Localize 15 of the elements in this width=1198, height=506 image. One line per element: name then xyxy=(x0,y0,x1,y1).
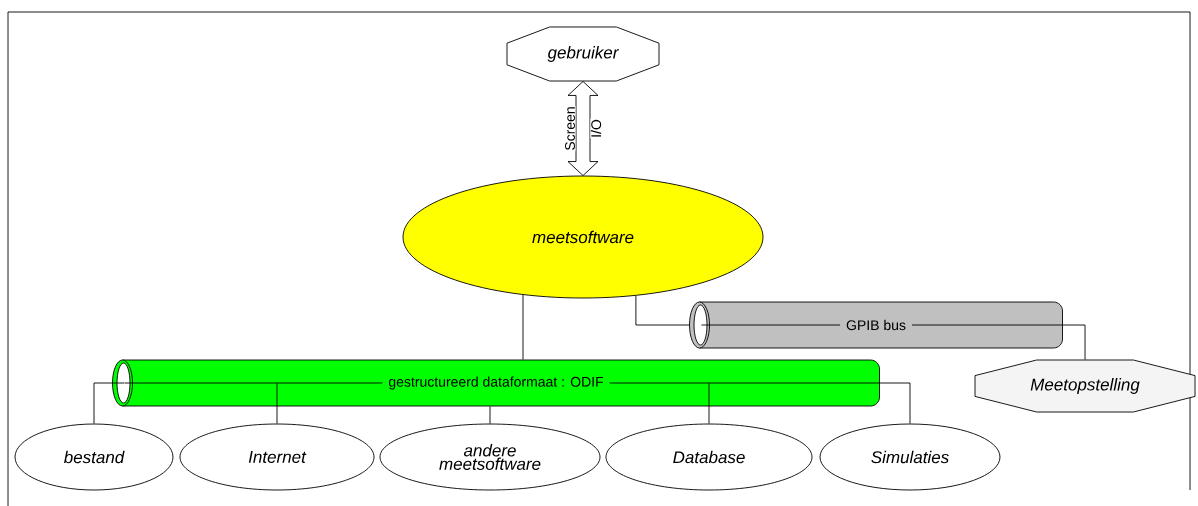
setup-octagon: Meetopstelling xyxy=(974,359,1196,413)
connector-line xyxy=(879,382,911,424)
double-arrow xyxy=(567,81,599,176)
edge-label: Screen xyxy=(564,105,576,152)
user-octagon: gebruiker xyxy=(506,26,660,82)
connector-line xyxy=(93,382,125,424)
connector-line xyxy=(276,382,278,424)
bus-pipe: gestructureerd dataformaat : ODIF xyxy=(112,359,880,407)
bus-pipe: GPIB bus xyxy=(689,301,1063,349)
connector-line xyxy=(1062,324,1086,360)
connector-line xyxy=(489,406,491,424)
connector-line xyxy=(522,294,524,360)
connector-line xyxy=(708,382,710,424)
rotated-label: I/O xyxy=(590,118,602,139)
connector-line xyxy=(635,295,690,326)
